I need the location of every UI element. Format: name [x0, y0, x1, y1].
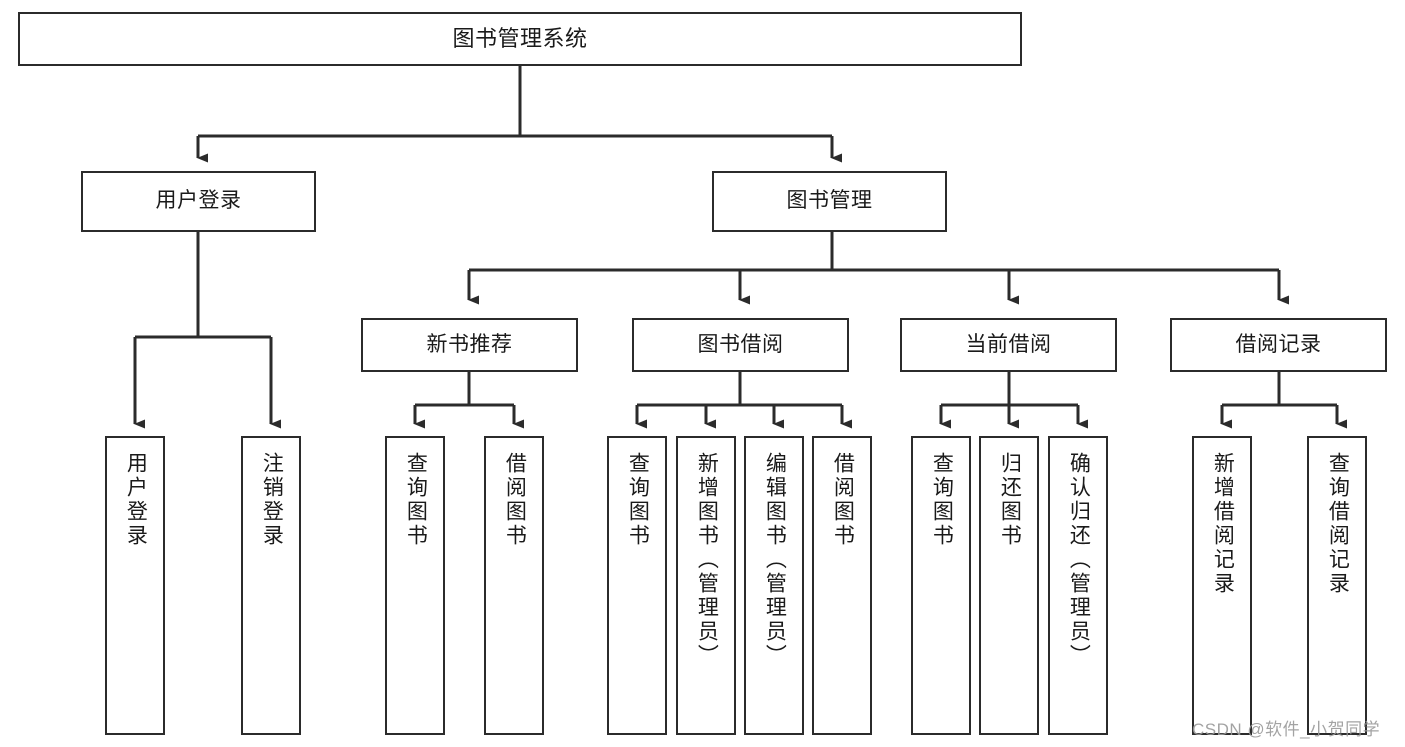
leaf-new-book-borrow-book[interactable]: 借阅图书: [484, 436, 544, 735]
node-borrow-record[interactable]: 借阅记录: [1170, 318, 1387, 372]
node-label: 当前借阅: [965, 332, 1052, 356]
leaf-book-borrow-borrow-book[interactable]: 借阅图书: [812, 436, 872, 735]
node-label: 确认归还（管理员）: [1067, 452, 1091, 668]
leaf-user-login-login[interactable]: 用户登录: [105, 436, 165, 735]
node-label: 借阅图书: [831, 452, 855, 548]
node-label: 用户登录: [124, 452, 148, 548]
node-root-book-management-system[interactable]: 图书管理系统: [18, 12, 1022, 66]
node-book-borrow[interactable]: 图书借阅: [632, 318, 849, 372]
leaf-user-login-logout[interactable]: 注销登录: [241, 436, 301, 735]
node-label: 新增图书（管理员）: [695, 452, 719, 668]
node-label: 图书借阅: [697, 332, 784, 356]
node-label: 归还图书: [998, 452, 1022, 548]
node-label: 借阅记录: [1235, 332, 1322, 356]
node-user-login[interactable]: 用户登录: [81, 171, 316, 232]
node-label: 新增借阅记录: [1211, 452, 1235, 596]
node-current-borrow[interactable]: 当前借阅: [900, 318, 1117, 372]
node-book-management[interactable]: 图书管理: [712, 171, 947, 232]
node-label: 查询图书: [626, 452, 650, 548]
leaf-book-borrow-edit-book-admin[interactable]: 编辑图书（管理员）: [744, 436, 804, 735]
node-label: 图书管理: [786, 189, 873, 213]
leaf-current-borrow-query-book[interactable]: 查询图书: [911, 436, 971, 735]
node-label: 查询图书: [404, 452, 428, 548]
node-label: 注销登录: [260, 452, 284, 548]
node-label: 借阅图书: [503, 452, 527, 548]
node-label: 查询图书: [930, 452, 954, 548]
leaf-book-borrow-add-book-admin[interactable]: 新增图书（管理员）: [676, 436, 736, 735]
node-label: 用户登录: [155, 189, 242, 213]
leaf-current-borrow-return-book[interactable]: 归还图书: [979, 436, 1039, 735]
node-new-book-recommend[interactable]: 新书推荐: [361, 318, 578, 372]
leaf-new-book-query-book[interactable]: 查询图书: [385, 436, 445, 735]
leaf-book-borrow-query-book[interactable]: 查询图书: [607, 436, 667, 735]
leaf-borrow-record-query-record[interactable]: 查询借阅记录: [1307, 436, 1367, 735]
node-label: 新书推荐: [426, 332, 513, 356]
leaf-borrow-record-add-record[interactable]: 新增借阅记录: [1192, 436, 1252, 735]
node-label: 编辑图书（管理员）: [763, 452, 787, 668]
leaf-current-borrow-confirm-return-admin[interactable]: 确认归还（管理员）: [1048, 436, 1108, 735]
csdn-watermark: CSDN @软件_小贺同学: [1192, 720, 1381, 739]
node-label: 图书管理系统: [452, 26, 588, 52]
node-label: 查询借阅记录: [1326, 452, 1350, 596]
